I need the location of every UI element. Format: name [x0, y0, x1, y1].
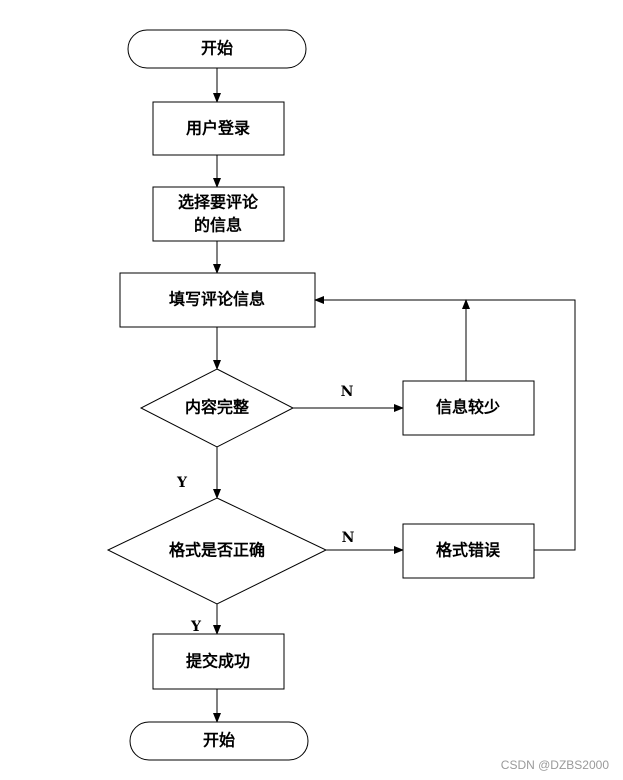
content-yes-label: Y — [176, 475, 188, 491]
format-error-label: 格式错误 — [436, 541, 501, 560]
content-complete-label: 内容完整 — [185, 398, 249, 417]
format-yes-label: Y — [190, 619, 202, 635]
format-error-box — [402, 523, 535, 579]
select-info-label-line1: 选择要评论 — [178, 193, 259, 212]
content-no-label: N — [341, 384, 354, 400]
login-label: 用户登录 — [186, 119, 250, 138]
format-check-label: 格式是否正确 — [169, 541, 265, 560]
end-label: 开始 — [203, 731, 235, 750]
start-label: 开始 — [201, 39, 233, 58]
submit-success-box — [152, 633, 285, 690]
edge-format-error-loop — [314, 296, 576, 551]
info-less-label: 信息较少 — [436, 398, 500, 417]
login-box — [152, 101, 285, 156]
select-info-box — [152, 186, 285, 242]
submit-success-label: 提交成功 — [186, 652, 250, 671]
csdn-watermark: CSDN @DZBS2000 — [500, 758, 609, 772]
end-terminator — [129, 721, 309, 761]
format-no-label: N — [342, 530, 355, 546]
info-less-box — [402, 380, 535, 436]
fill-comment-label: 填写评论信息 — [169, 290, 265, 309]
select-info-label-line2: 的信息 — [194, 216, 242, 235]
